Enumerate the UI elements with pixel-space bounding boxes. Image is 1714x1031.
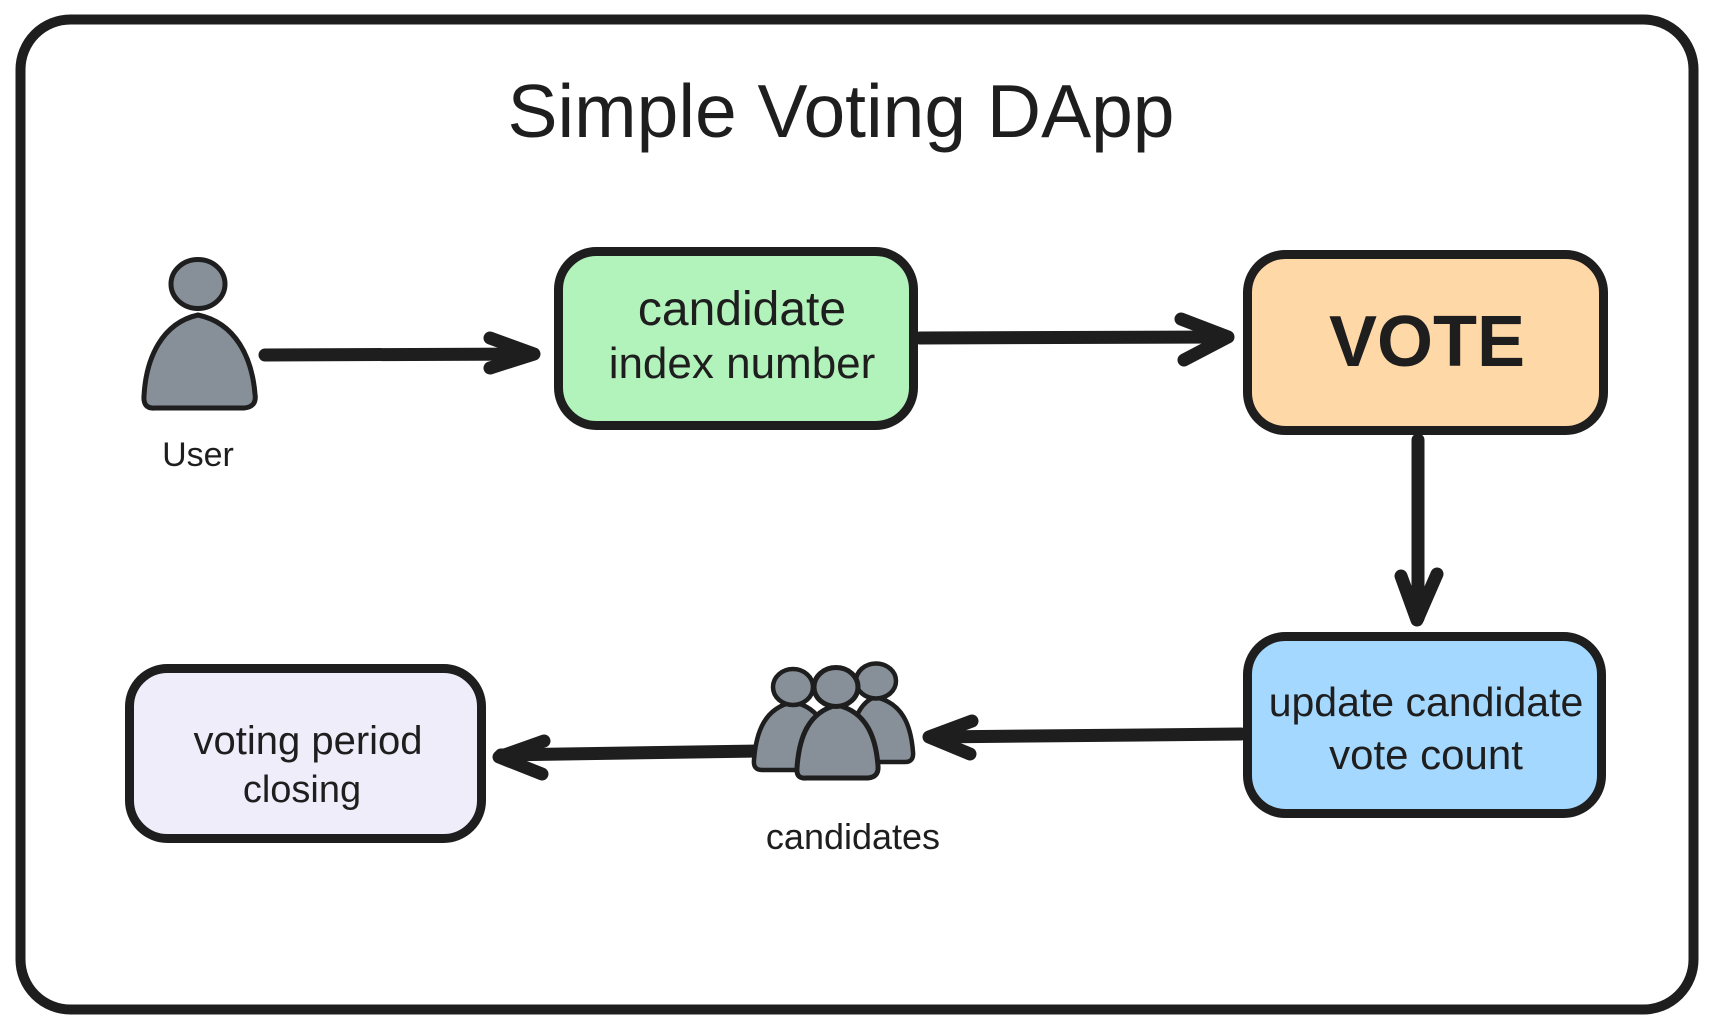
svg-text:candidates: candidates [766,816,940,857]
svg-text:index number: index number [609,339,876,388]
svg-text:update candidate: update candidate [1269,679,1584,725]
svg-text:User: User [162,436,234,474]
svg-text:VOTE: VOTE [1329,302,1525,382]
svg-text:voting period: voting period [193,719,422,763]
svg-text:Simple Voting DApp: Simple Voting DApp [507,69,1174,153]
svg-text:candidate: candidate [638,283,846,336]
svg-text:closing: closing [243,769,361,811]
svg-text:vote count: vote count [1329,731,1523,778]
